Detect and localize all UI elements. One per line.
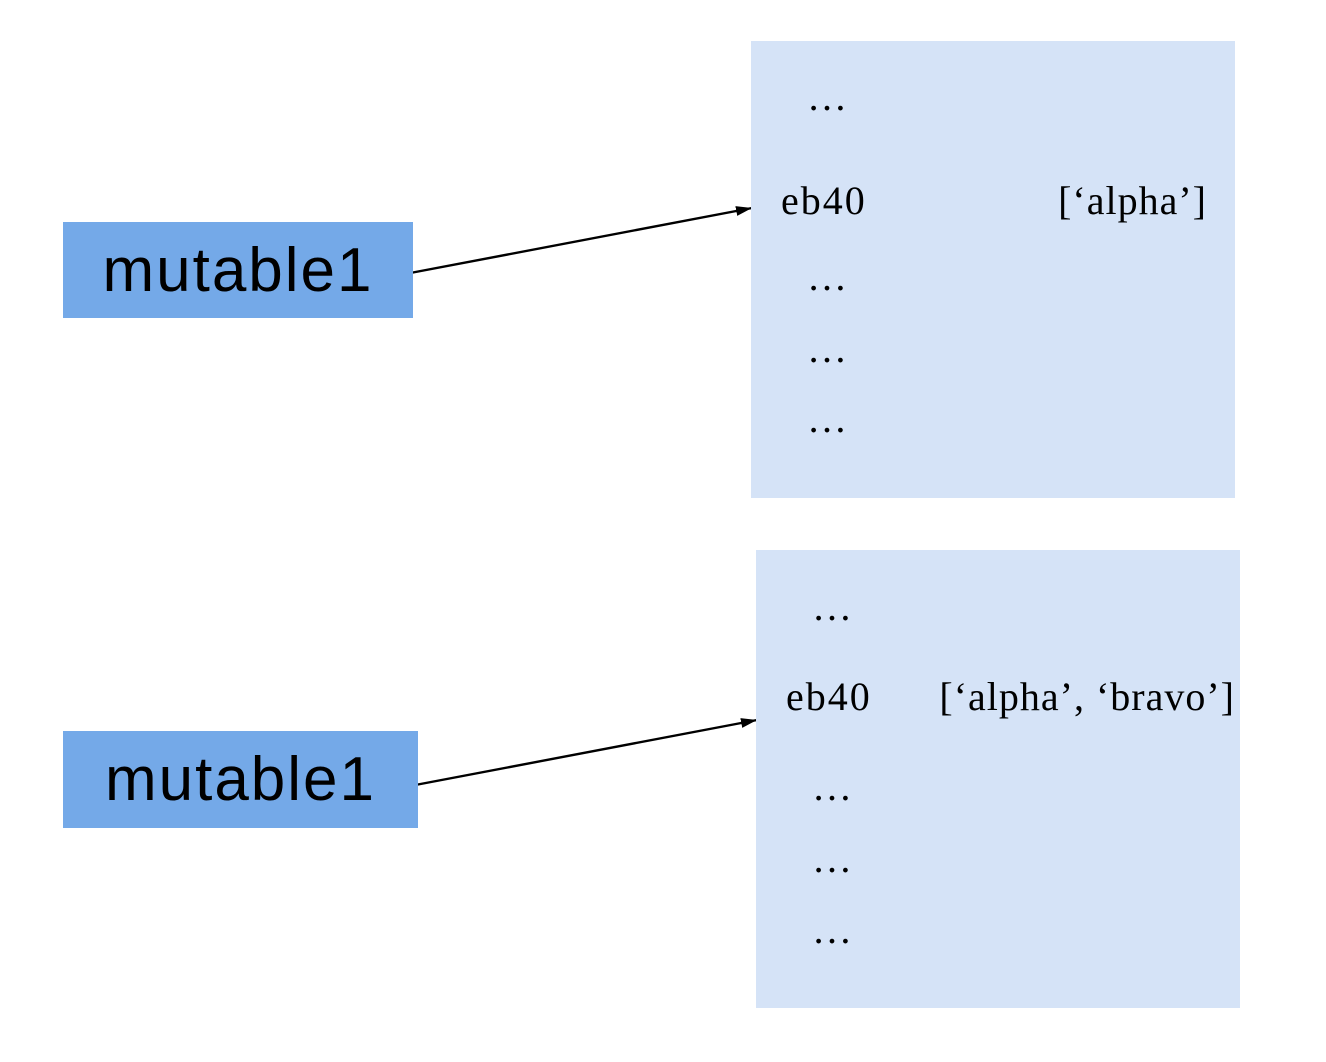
address-cell: eb40 bbox=[781, 178, 867, 223]
value-cell bbox=[1235, 906, 1240, 954]
address-cell: … bbox=[807, 254, 851, 299]
memory-row: … bbox=[756, 763, 1240, 811]
memory-row: … bbox=[756, 583, 1240, 631]
memory-row: … bbox=[751, 325, 1235, 373]
address-cell: … bbox=[812, 584, 856, 629]
address-cell: … bbox=[812, 907, 856, 952]
value-cell: [‘alpha’] bbox=[1058, 178, 1207, 223]
pointer-arrow bbox=[404, 206, 753, 276]
value-cell bbox=[1235, 763, 1240, 811]
memory-row: … bbox=[751, 253, 1235, 301]
memory-box: … eb40 [‘alpha’, ‘bravo’] … … … bbox=[756, 550, 1240, 1008]
value-cell bbox=[1207, 325, 1235, 373]
memory-row: eb40 [‘alpha’] bbox=[751, 177, 1235, 225]
memory-row: … bbox=[751, 73, 1235, 121]
value-cell bbox=[1207, 395, 1235, 443]
value-cell: [‘alpha’, ‘bravo’] bbox=[939, 674, 1235, 719]
memory-row: … bbox=[751, 395, 1235, 443]
memory-row: … bbox=[756, 906, 1240, 954]
address-cell: … bbox=[807, 326, 851, 371]
memory-row: … bbox=[756, 835, 1240, 883]
address-cell: … bbox=[812, 836, 856, 881]
pointer-arrow bbox=[409, 718, 758, 788]
value-cell bbox=[1207, 73, 1235, 121]
address-cell: eb40 bbox=[786, 674, 872, 719]
address-cell: … bbox=[807, 396, 851, 441]
variable-name: mutable1 bbox=[102, 235, 374, 305]
address-cell: … bbox=[812, 764, 856, 809]
value-cell bbox=[1235, 583, 1240, 631]
address-cell: … bbox=[807, 74, 851, 119]
value-cell bbox=[1235, 835, 1240, 883]
variable-name-box: mutable1 bbox=[63, 222, 413, 318]
memory-row: eb40 [‘alpha’, ‘bravo’] bbox=[756, 673, 1240, 721]
value-cell bbox=[1207, 253, 1235, 301]
memory-box: … eb40 [‘alpha’] … … … bbox=[751, 41, 1235, 498]
variable-name-box: mutable1 bbox=[63, 731, 418, 828]
variable-name: mutable1 bbox=[104, 745, 377, 814]
